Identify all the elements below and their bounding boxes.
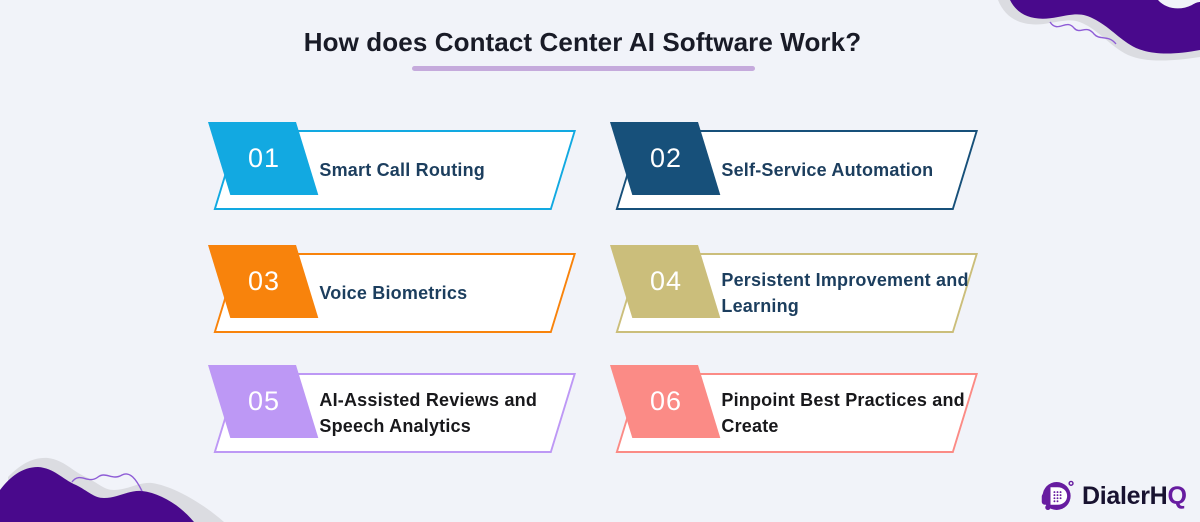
step-card-04: Persistent Improvement and Learning 04 (610, 245, 980, 333)
card-label: Pinpoint Best Practices and Create (721, 390, 965, 436)
card-number: 02 (649, 143, 683, 173)
step-card-06: Pinpoint Best Practices and Create 06 (610, 365, 980, 453)
brand-name: DialerHQ (1082, 482, 1187, 511)
card-number: 05 (247, 386, 281, 416)
page-title: How does Contact Center AI Software Work… (303, 27, 862, 57)
card-label: Voice Biometrics (319, 283, 468, 303)
squiggle-line (1049, 21, 1117, 45)
step-card-02: Self-Service Automation 02 (610, 122, 980, 210)
card-number: 06 (649, 386, 683, 416)
step-card-03: Voice Biometrics 03 (208, 245, 578, 333)
title-underline (412, 66, 755, 71)
squiggle-line (71, 473, 143, 492)
dialerhq-logo[interactable]: DialerHQ (1040, 478, 1187, 514)
step-card-01: Smart Call Routing 01 (208, 122, 578, 210)
step-card-05: AI-Assisted Reviews and Speech Analytics… (208, 365, 578, 453)
corner-notch (1158, 0, 1200, 9)
card-number: 01 (247, 143, 281, 173)
card-label: Smart Call Routing (319, 160, 485, 180)
card-label: Self-Service Automation (721, 160, 934, 180)
brand-name-accent: Q (1167, 481, 1187, 510)
card-label: AI-Assisted Reviews and Speech Analytics (319, 390, 538, 436)
corner-wave-top-right-decoration (998, 0, 1200, 61)
card-number: 04 (649, 266, 683, 296)
card-number: 03 (247, 266, 281, 296)
corner-wave-blob (0, 467, 194, 522)
brand-name-dark: DialerH (1082, 481, 1168, 510)
headset-dialpad-icon (1041, 480, 1074, 510)
card-label: Persistent Improvement and Learning (721, 270, 969, 316)
corner-wave-blob (1010, 0, 1200, 54)
corner-wave-bottom-left-decoration (0, 457, 224, 522)
